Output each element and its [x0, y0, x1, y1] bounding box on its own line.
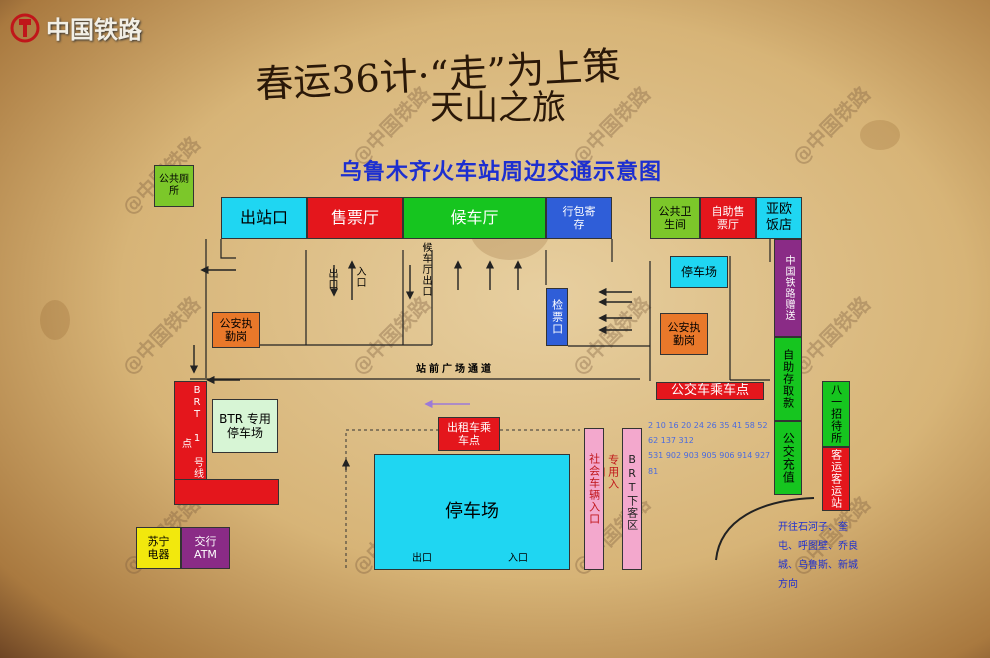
waiting-exit-label: 候车厅出口 [420, 242, 431, 297]
brt-l-foot [174, 479, 279, 505]
police-post-right: 公安执勤岗 [660, 313, 708, 355]
watermark: @中国铁路 [567, 291, 655, 380]
bus-routes-line2: 531 902 903 905 906 914 927 81 [648, 451, 771, 476]
bank-atm: 交行ATM [181, 527, 230, 569]
main-parking-label: 停车场 [445, 501, 499, 523]
self-service-ticket-hall: 自助售票厅 [700, 197, 756, 239]
luggage-storage: 行包寄存 [546, 197, 612, 239]
entry-passage-label: 入口 [354, 266, 365, 288]
watermark: @中国铁路 [787, 81, 875, 170]
public-toilet: 公共厕所 [154, 165, 194, 207]
exit-hall: 出站口 [221, 197, 307, 239]
map-title: 乌鲁木齐火车站周边交通示意图 [340, 160, 663, 185]
police-post-left: 公安执勤岗 [212, 312, 260, 348]
eurasia-hotel: 亚欧饭店 [756, 197, 802, 239]
brt-dedicated-entry: BRT专用入口 [604, 452, 622, 492]
watermark: @中国铁路 [117, 291, 205, 380]
bayi-guesthouse: 八一招待所 [822, 381, 850, 447]
main-parking: 停车场 [374, 454, 570, 570]
railway-logo-icon [10, 13, 40, 42]
public-restroom: 公共卫生间 [650, 197, 700, 239]
ticket-check-gate: 检票口 [546, 288, 568, 346]
brt-dedicated-parking: BTR 专用停车场 [212, 399, 278, 453]
bus-recharge: 公交充值 [774, 421, 802, 495]
waiting-hall: 候车厅 [403, 197, 546, 239]
parking-small: 停车场 [670, 256, 728, 288]
parking-entry-label: 入口 [508, 553, 528, 564]
bus-routes: 2 10 16 20 24 26 35 41 58 52 62 137 312 … [648, 418, 776, 479]
suning-store: 苏宁电器 [136, 527, 181, 569]
bus-routes-line1: 2 10 16 20 24 26 35 41 58 52 62 137 312 [648, 421, 768, 446]
social-vehicle-entry: 社会车辆入口 [584, 428, 604, 570]
ticket-hall: 售票厅 [307, 197, 403, 239]
brt-dropoff-area: BRT下客区 [622, 428, 642, 570]
page-subtitle: 天山之旅 [430, 88, 566, 128]
taxi-stand: 出租车乘车点 [438, 417, 500, 451]
bus-stop: 公交车乘车点 [656, 382, 764, 400]
right-purple-block: 中国铁路赠送 [774, 239, 802, 337]
parking-exit-label: 出口 [412, 553, 432, 564]
plaza-passage-label: 站前广场通道 [416, 364, 494, 375]
passenger-station: 客运客运站 [822, 447, 850, 511]
logo-text: 中国铁路 [46, 16, 142, 44]
logo: 中国铁路 [10, 10, 142, 45]
destinations-text: 开往石河子、奎屯、呼图壁、乔良城、乌鲁斯、新城方向 [778, 522, 858, 590]
atm-block: 自助存取款 [774, 337, 802, 421]
exit-passage-label: 出口 [326, 268, 337, 290]
